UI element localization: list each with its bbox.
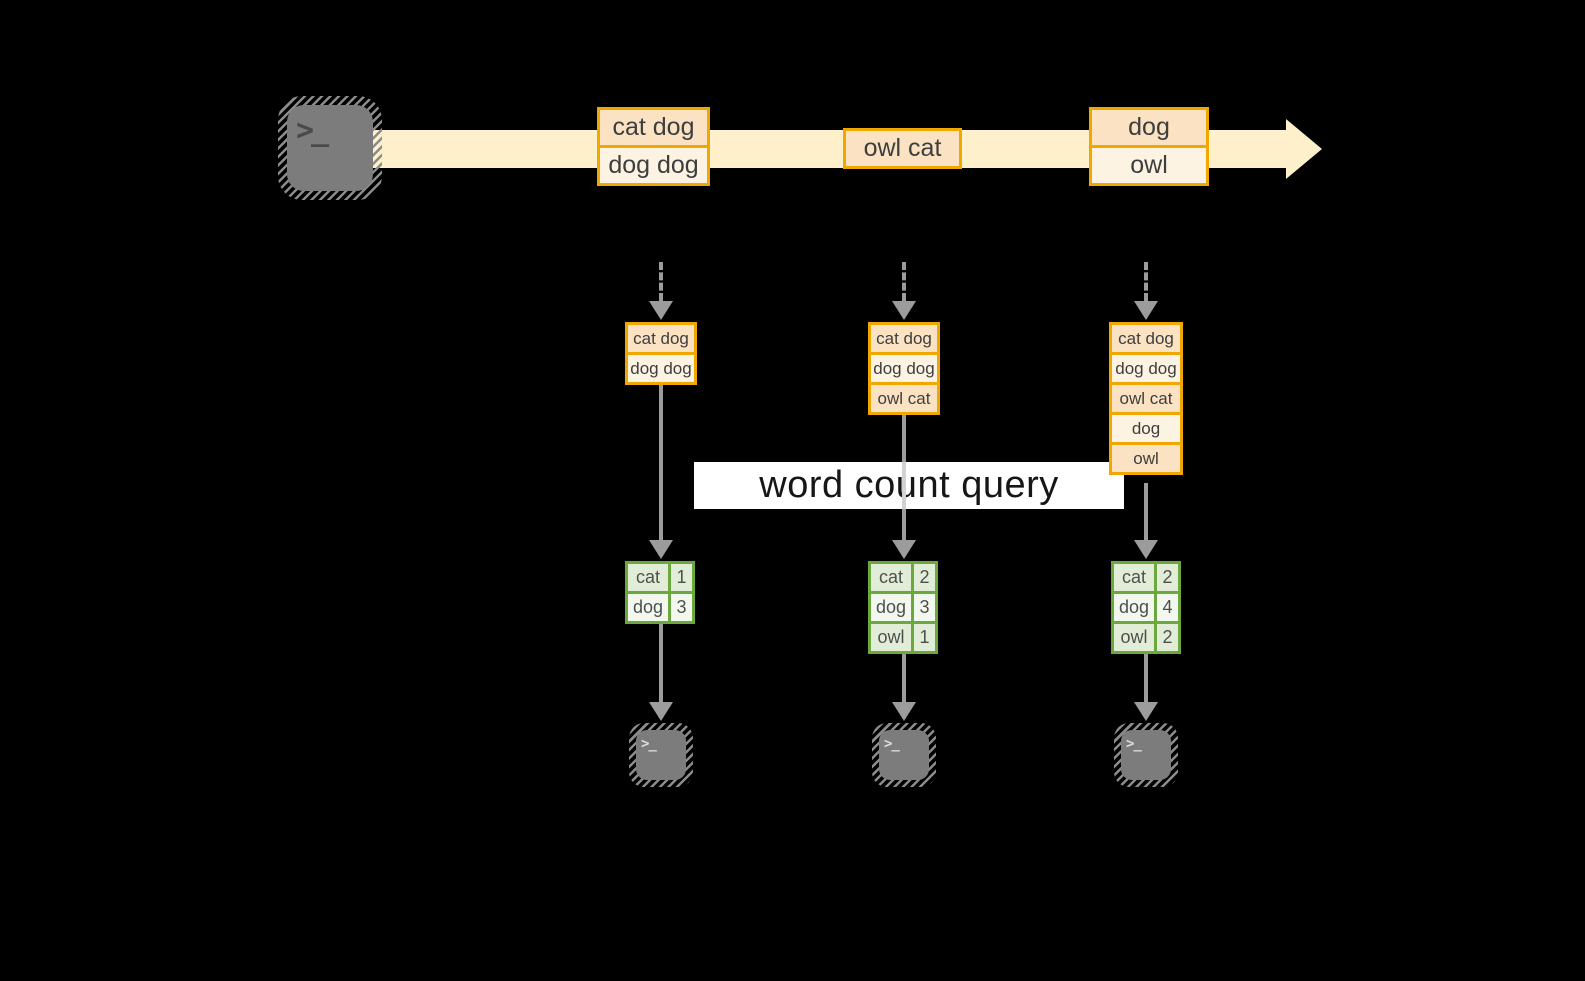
count-cell: 3 — [911, 591, 938, 624]
count-cell: 2 — [1154, 561, 1181, 594]
word-cell: dog — [625, 591, 671, 624]
count-table-2: cat 2 dog 3 owl 1 — [868, 561, 938, 654]
buffered-record: dog dog — [1109, 352, 1183, 385]
terminal-body — [287, 105, 373, 191]
prompt-glyph-icon: >_ — [641, 736, 657, 752]
dashed-arrowhead-icon — [892, 301, 916, 320]
terminal-body — [636, 730, 686, 780]
table-row: owl 2 — [1111, 621, 1181, 654]
buffered-record: owl cat — [868, 382, 940, 415]
table-row: dog 4 — [1111, 591, 1181, 624]
count-cell: 4 — [1154, 591, 1181, 624]
stream-arrowhead-icon — [1286, 119, 1322, 179]
buffered-record: dog dog — [625, 352, 697, 385]
output-arrow-line — [1144, 654, 1148, 702]
word-cell: cat — [1111, 561, 1157, 594]
word-cell: owl — [868, 621, 914, 654]
terminal-body — [1121, 730, 1171, 780]
output-terminal-icon: >_ — [1114, 723, 1178, 787]
buffer-stack-1: cat dog dog dog — [625, 322, 697, 385]
dashed-arrow-line — [902, 262, 906, 301]
output-terminal-icon: >_ — [872, 723, 936, 787]
query-arrowhead-icon — [1134, 540, 1158, 559]
table-row: cat 2 — [868, 561, 938, 594]
output-arrow-line — [659, 624, 663, 702]
buffered-record: owl cat — [1109, 382, 1183, 415]
dashed-arrow-line — [659, 262, 663, 301]
stream-record: owl cat — [843, 128, 962, 169]
count-table-1: cat 1 dog 3 — [625, 561, 695, 624]
stream-batch-1: cat dog dog dog — [597, 107, 710, 186]
dashed-arrow-line — [1144, 262, 1148, 301]
word-cell: cat — [625, 561, 671, 594]
buffered-record: dog — [1109, 412, 1183, 445]
table-row: dog 3 — [625, 591, 695, 624]
count-cell: 3 — [668, 591, 695, 624]
word-cell: dog — [868, 591, 914, 624]
stream-batch-2: owl cat — [843, 128, 962, 169]
stream-record: dog — [1089, 107, 1209, 148]
stream-record: owl — [1089, 145, 1209, 186]
query-arrow-line — [1144, 483, 1148, 540]
stream-record: dog dog — [597, 145, 710, 186]
prompt-glyph-icon: >_ — [1126, 736, 1142, 752]
output-arrowhead-icon — [1134, 702, 1158, 721]
source-terminal-icon: >_ — [278, 96, 382, 200]
table-row: cat 2 — [1111, 561, 1181, 594]
prompt-glyph-icon: >_ — [884, 736, 900, 752]
output-arrow-line — [902, 654, 906, 702]
buffered-record: cat dog — [868, 322, 940, 355]
prompt-glyph-icon: >_ — [296, 113, 329, 148]
output-arrowhead-icon — [892, 702, 916, 721]
table-row: dog 3 — [868, 591, 938, 624]
count-table-3: cat 2 dog 4 owl 2 — [1111, 561, 1181, 654]
query-arrow-line — [659, 385, 663, 540]
output-terminal-icon: >_ — [629, 723, 693, 787]
arrow-over-banner — [902, 462, 906, 509]
buffered-record: owl — [1109, 442, 1183, 475]
table-row: cat 1 — [625, 561, 695, 594]
word-cell: dog — [1111, 591, 1157, 624]
query-banner: word count query — [694, 462, 1124, 509]
count-cell: 2 — [1154, 621, 1181, 654]
table-row: owl 1 — [868, 621, 938, 654]
count-cell: 1 — [668, 561, 695, 594]
terminal-body — [879, 730, 929, 780]
query-arrowhead-icon — [649, 540, 673, 559]
buffered-record: cat dog — [1109, 322, 1183, 355]
output-arrowhead-icon — [649, 702, 673, 721]
buffer-stack-3: cat dog dog dog owl cat dog owl — [1109, 322, 1183, 475]
buffered-record: cat dog — [625, 322, 697, 355]
buffered-record: dog dog — [868, 352, 940, 385]
dashed-arrowhead-icon — [649, 301, 673, 320]
word-cell: cat — [868, 561, 914, 594]
count-cell: 1 — [911, 621, 938, 654]
count-cell: 2 — [911, 561, 938, 594]
buffer-stack-2: cat dog dog dog owl cat — [868, 322, 940, 415]
dashed-arrowhead-icon — [1134, 301, 1158, 320]
stream-record: cat dog — [597, 107, 710, 148]
query-arrowhead-icon — [892, 540, 916, 559]
stream-batch-3: dog owl — [1089, 107, 1209, 186]
word-cell: owl — [1111, 621, 1157, 654]
